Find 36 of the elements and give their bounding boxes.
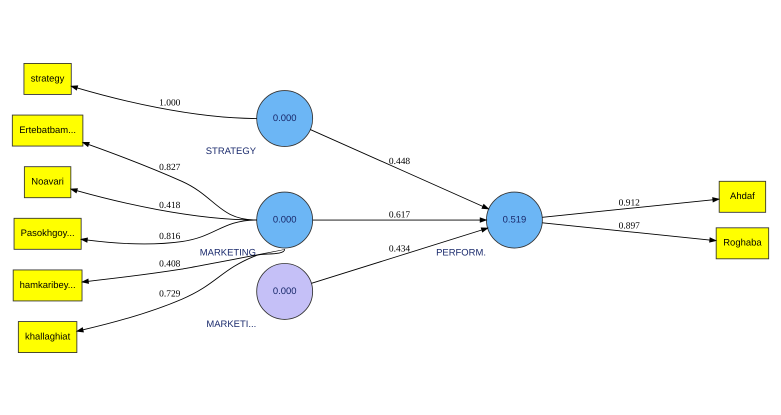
node-label: PERFORM.: [436, 247, 486, 258]
arrow: [312, 216, 488, 222]
node-label: MARKETING: [200, 247, 256, 258]
arrow: [311, 227, 489, 284]
node-label: STRATEGY: [206, 146, 256, 157]
node-box: Ertebatbam...: [12, 114, 84, 146]
node-box: Ahdaf: [718, 180, 766, 212]
edge-label: 0.408: [159, 258, 180, 269]
edge-label: 0.897: [618, 220, 640, 231]
edge-label: 0.434: [388, 244, 410, 254]
edge-label: 0.827: [159, 162, 180, 172]
edge-label: 0.418: [159, 200, 180, 210]
node-label: MARKETI...: [206, 318, 256, 330]
node-box: Roghaba: [716, 226, 770, 259]
node-circle: 0.519: [486, 191, 543, 248]
arrow: [310, 128, 490, 209]
arrow: [80, 248, 286, 284]
node-box: Noavari: [24, 166, 72, 198]
node-box: hamkaribey...: [12, 269, 82, 301]
arrow: [80, 219, 258, 244]
edge-label: 0.617: [388, 210, 410, 220]
arrow: [76, 248, 286, 332]
arrow: [542, 222, 718, 242]
node-circle: 0.000: [256, 262, 314, 320]
node-circle: 0.000: [256, 191, 314, 248]
edge-label: 1.000: [159, 98, 180, 108]
node-circle: 0.000: [256, 90, 314, 146]
arrow: [542, 196, 720, 218]
node-box: Pasokhgoy...: [14, 217, 82, 250]
edge-label: 0.912: [618, 198, 640, 208]
edge-label: 0.816: [159, 231, 180, 242]
edge-label: 0.448: [388, 156, 410, 166]
edge-label: 0.729: [159, 288, 180, 299]
arrow: [70, 84, 258, 118]
node-box: khallaghiat: [18, 320, 78, 352]
node-box: strategy: [24, 62, 72, 94]
